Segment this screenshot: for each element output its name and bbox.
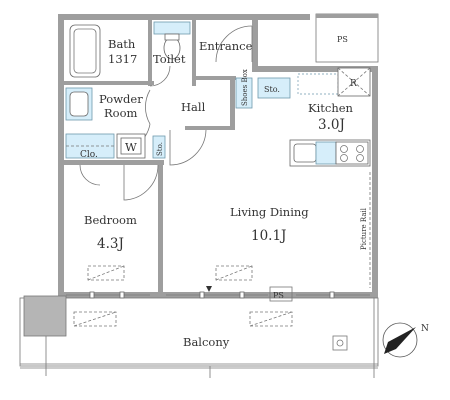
sto-bed: Sto.: [152, 135, 166, 159]
entry-marker-icon: [206, 286, 212, 292]
balcony: Balcony: [19, 295, 379, 378]
washer: W: [116, 133, 146, 159]
shoes-box-label: Shoes Box: [241, 69, 249, 106]
bedroom: Bedroom 4.3J: [79, 164, 159, 281]
toilet-label: Toilet: [153, 52, 186, 66]
kitchen-label: Kitchen: [308, 101, 354, 115]
toilet: Toilet: [153, 21, 191, 66]
refrigerator-label: R: [350, 79, 357, 89]
sto-kitchen-label: Sto.: [264, 85, 280, 94]
ps-top-label: PS: [337, 35, 348, 44]
balcony-label: Balcony: [183, 335, 230, 349]
north-arrow-icon: N: [382, 322, 429, 358]
washer-label: W: [125, 140, 137, 154]
ps-top: PS: [315, 13, 379, 63]
closet: Clo.: [65, 133, 115, 160]
powder-room: Powder Room: [65, 87, 151, 151]
compass-label: N: [421, 324, 429, 334]
kitchen: R Kitchen 3.0J: [289, 67, 371, 167]
kitchen-size: 3.0J: [318, 117, 345, 133]
window-sashes: [66, 291, 370, 299]
closet-label: Clo.: [80, 150, 98, 160]
living-size: 10.1J: [251, 228, 286, 244]
sto-bed-label: Sto.: [156, 142, 164, 156]
living-dining: Living Dining 10.1J Picture Rail PS: [206, 172, 371, 302]
bath-label: Bath: [108, 37, 136, 51]
bath: Bath 1317: [69, 24, 137, 78]
shoes-box: Shoes Box: [235, 69, 253, 109]
bath-size: 1317: [108, 52, 137, 66]
entrance: Entrance: [199, 25, 253, 63]
living-label: Living Dining: [230, 205, 309, 219]
powder-label-2: Room: [104, 106, 138, 120]
picture-rail-label: Picture Rail: [360, 207, 368, 250]
hall-label: Hall: [181, 100, 206, 114]
entrance-label: Entrance: [199, 39, 253, 53]
ps-bottom-label: PS: [273, 291, 284, 300]
sto-kitchen: Sto.: [257, 77, 291, 99]
hall: Hall: [149, 65, 207, 166]
bedroom-label: Bedroom: [84, 213, 137, 227]
stove-icon: [335, 141, 369, 165]
powder-label-1: Powder: [99, 92, 143, 106]
bedroom-size: 4.3J: [97, 236, 124, 252]
